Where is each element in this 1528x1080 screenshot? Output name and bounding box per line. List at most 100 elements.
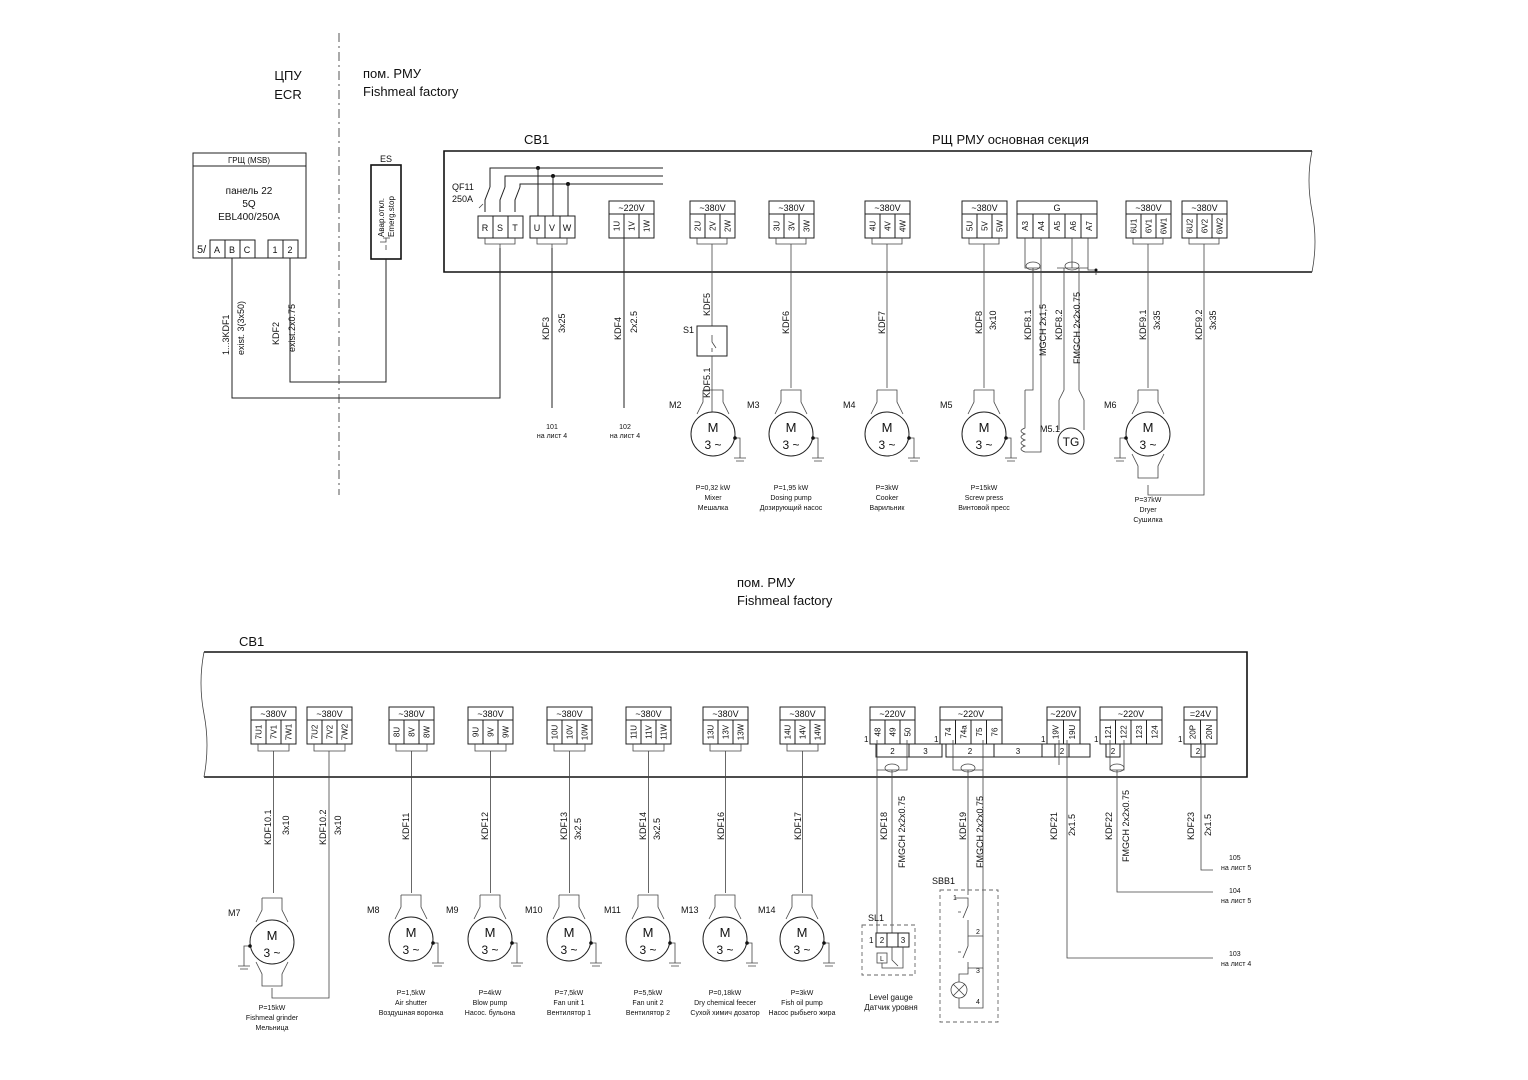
breaker-rating: 250A — [452, 194, 473, 204]
bottom-group-5-voltage: ~380V — [635, 709, 661, 719]
bottom-motor-en-3: Fan unit 1 — [553, 1000, 584, 1007]
bottom-group-3-voltage: ~380V — [477, 709, 503, 719]
svg-text:3 ~: 3 ~ — [402, 943, 419, 957]
top-term-6V2: 6V2 — [1201, 218, 1210, 233]
top-motor-power-3: P=15kW — [971, 485, 998, 492]
top-term-6W2: 6W2 — [1216, 217, 1225, 234]
cable-kdf23: KDF23 — [1186, 812, 1196, 840]
top-term-6V1: 6V1 — [1145, 218, 1154, 233]
bottom-motor-ru-5: Сухой химич дозатор — [690, 1009, 759, 1017]
bottom-group-9: ~220V7474a75762341 — [934, 706, 1091, 758]
bottom-term-19U: 19U — [1068, 724, 1077, 739]
bottom-motor-power-6: P=3kW — [791, 990, 814, 997]
bottom-term-122: 122 — [1119, 725, 1128, 739]
msb-term-a: A — [214, 245, 220, 255]
cable-kdf1-spec: exist. 3(3x50) — [236, 301, 246, 355]
cable-kdf10-2-spec: 3x10 — [333, 815, 343, 835]
cable-kdf5: KDF5 — [702, 293, 712, 316]
cb-label-top: CB1 — [524, 132, 549, 147]
ref-102-text: на лист 4 — [610, 433, 640, 440]
sbb1-term-4: 4 — [976, 999, 980, 1006]
bottom-left-term: 1 — [934, 735, 939, 744]
cable-kdf18-spec: FMGCH 2x2x0.75 — [897, 796, 907, 868]
cable-kdf2-name: KDF2 — [271, 322, 281, 345]
breaker-term-s: S — [497, 223, 503, 233]
svg-text:3 ~: 3 ~ — [1139, 438, 1156, 452]
bottom-bottom-term-3: 3 — [923, 747, 928, 756]
bottom-term-14W: 14W — [814, 723, 823, 740]
top-term-2U: 2U — [694, 221, 703, 231]
bottom-term-123: 123 — [1135, 725, 1144, 739]
msb-line2: 5Q — [242, 199, 256, 210]
room-title-top: пом. РМУ — [363, 66, 422, 81]
top-group-5-voltage: G — [1053, 203, 1060, 213]
bottom-motor-en-5: Dry chemical feecer — [694, 1000, 757, 1007]
top-term-5V: 5V — [981, 220, 990, 230]
ref-104-text: на лист 5 — [1221, 898, 1251, 905]
svg-text:3 ~: 3 ~ — [560, 943, 577, 957]
room-title-bottom: пом. РМУ — [737, 575, 796, 590]
top-group-7-voltage: ~380V — [1191, 203, 1217, 213]
es-line2: Emerg.stop — [387, 196, 396, 237]
bottom-left-term: 1 — [1094, 735, 1099, 744]
bottom-motor-tag-4: M11 — [604, 905, 621, 915]
top-term-2W: 2W — [724, 220, 733, 232]
cable-kdf14: KDF14 — [638, 812, 648, 840]
bottom-motor-ru-6: Насос рыбьего жира — [769, 1009, 836, 1017]
cb-label-bottom: CB1 — [239, 634, 264, 649]
bottom-term-74a: 74a — [959, 725, 968, 739]
svg-text:M: M — [979, 420, 990, 435]
bottom-bottom-term-2: 2 — [1111, 747, 1116, 756]
top-group-0-voltage: ~220V — [618, 203, 644, 213]
cable-kdf13: KDF13 — [559, 812, 569, 840]
bottom-motor-ru-4: Вентилятор 2 — [626, 1010, 670, 1017]
msb-term-c: C — [244, 245, 251, 255]
top-term-3W: 3W — [803, 220, 812, 232]
sbb1-term-1: 1 — [953, 895, 957, 902]
emergency-stop: ES Авар.откл. Emerg.stop — [370, 154, 402, 260]
bottom-term-8W: 8W — [423, 726, 432, 738]
breaker-term-w: W — [563, 223, 572, 233]
bottom-group-8-voltage: ~220V — [879, 709, 905, 719]
svg-text:3 ~: 3 ~ — [639, 943, 656, 957]
bottom-term-76: 76 — [990, 727, 999, 736]
bottom-group-7-voltage: ~380V — [789, 709, 815, 719]
svg-text:3 ~: 3 ~ — [704, 438, 721, 452]
breaker-term-v: V — [549, 223, 555, 233]
ref-101-text: на лист 4 — [537, 433, 567, 440]
top-motor-ru-2: Варильник — [870, 505, 906, 512]
sl1-ru: Датчик уровня — [864, 1003, 918, 1012]
bottom-group-4-voltage: ~380V — [556, 709, 582, 719]
bottom-term-20N: 20N — [1205, 724, 1214, 739]
bottom-term-48: 48 — [874, 727, 883, 736]
top-term-A4: A4 — [1037, 221, 1046, 231]
bottom-left-term: 1 — [1041, 735, 1046, 744]
bottom-bottom-term-2: 2 — [890, 747, 895, 756]
bottom-term-7W2: 7W2 — [341, 723, 350, 740]
top-term-4W: 4W — [899, 220, 908, 232]
bottom-bottom-term-2: 2 — [1060, 747, 1065, 756]
msb-term-b: B — [229, 245, 235, 255]
top-motor-tag-3: M5 — [940, 400, 953, 410]
breaker-term-u: U — [534, 223, 541, 233]
svg-text:M: M — [720, 925, 731, 940]
top-motor-power-1: P=1,95 kW — [774, 485, 809, 492]
top-motor-en-0: Mixer — [704, 495, 722, 502]
top-motor-ru-3: Винтовой пресс — [958, 504, 1010, 512]
bottom-motor-ru-0: Мельница — [256, 1025, 289, 1032]
bottom-motor-power-3: P=7,5kW — [555, 990, 584, 997]
top-term-4V: 4V — [884, 220, 893, 230]
bottom-term-9W: 9W — [502, 726, 511, 738]
cable-kdf10-2: KDF10.2 — [318, 809, 328, 845]
bottom-motor-ru-3: Вентилятор 1 — [547, 1010, 591, 1017]
top-term-6W1: 6W1 — [1160, 217, 1169, 234]
svg-text:3 ~: 3 ~ — [782, 438, 799, 452]
